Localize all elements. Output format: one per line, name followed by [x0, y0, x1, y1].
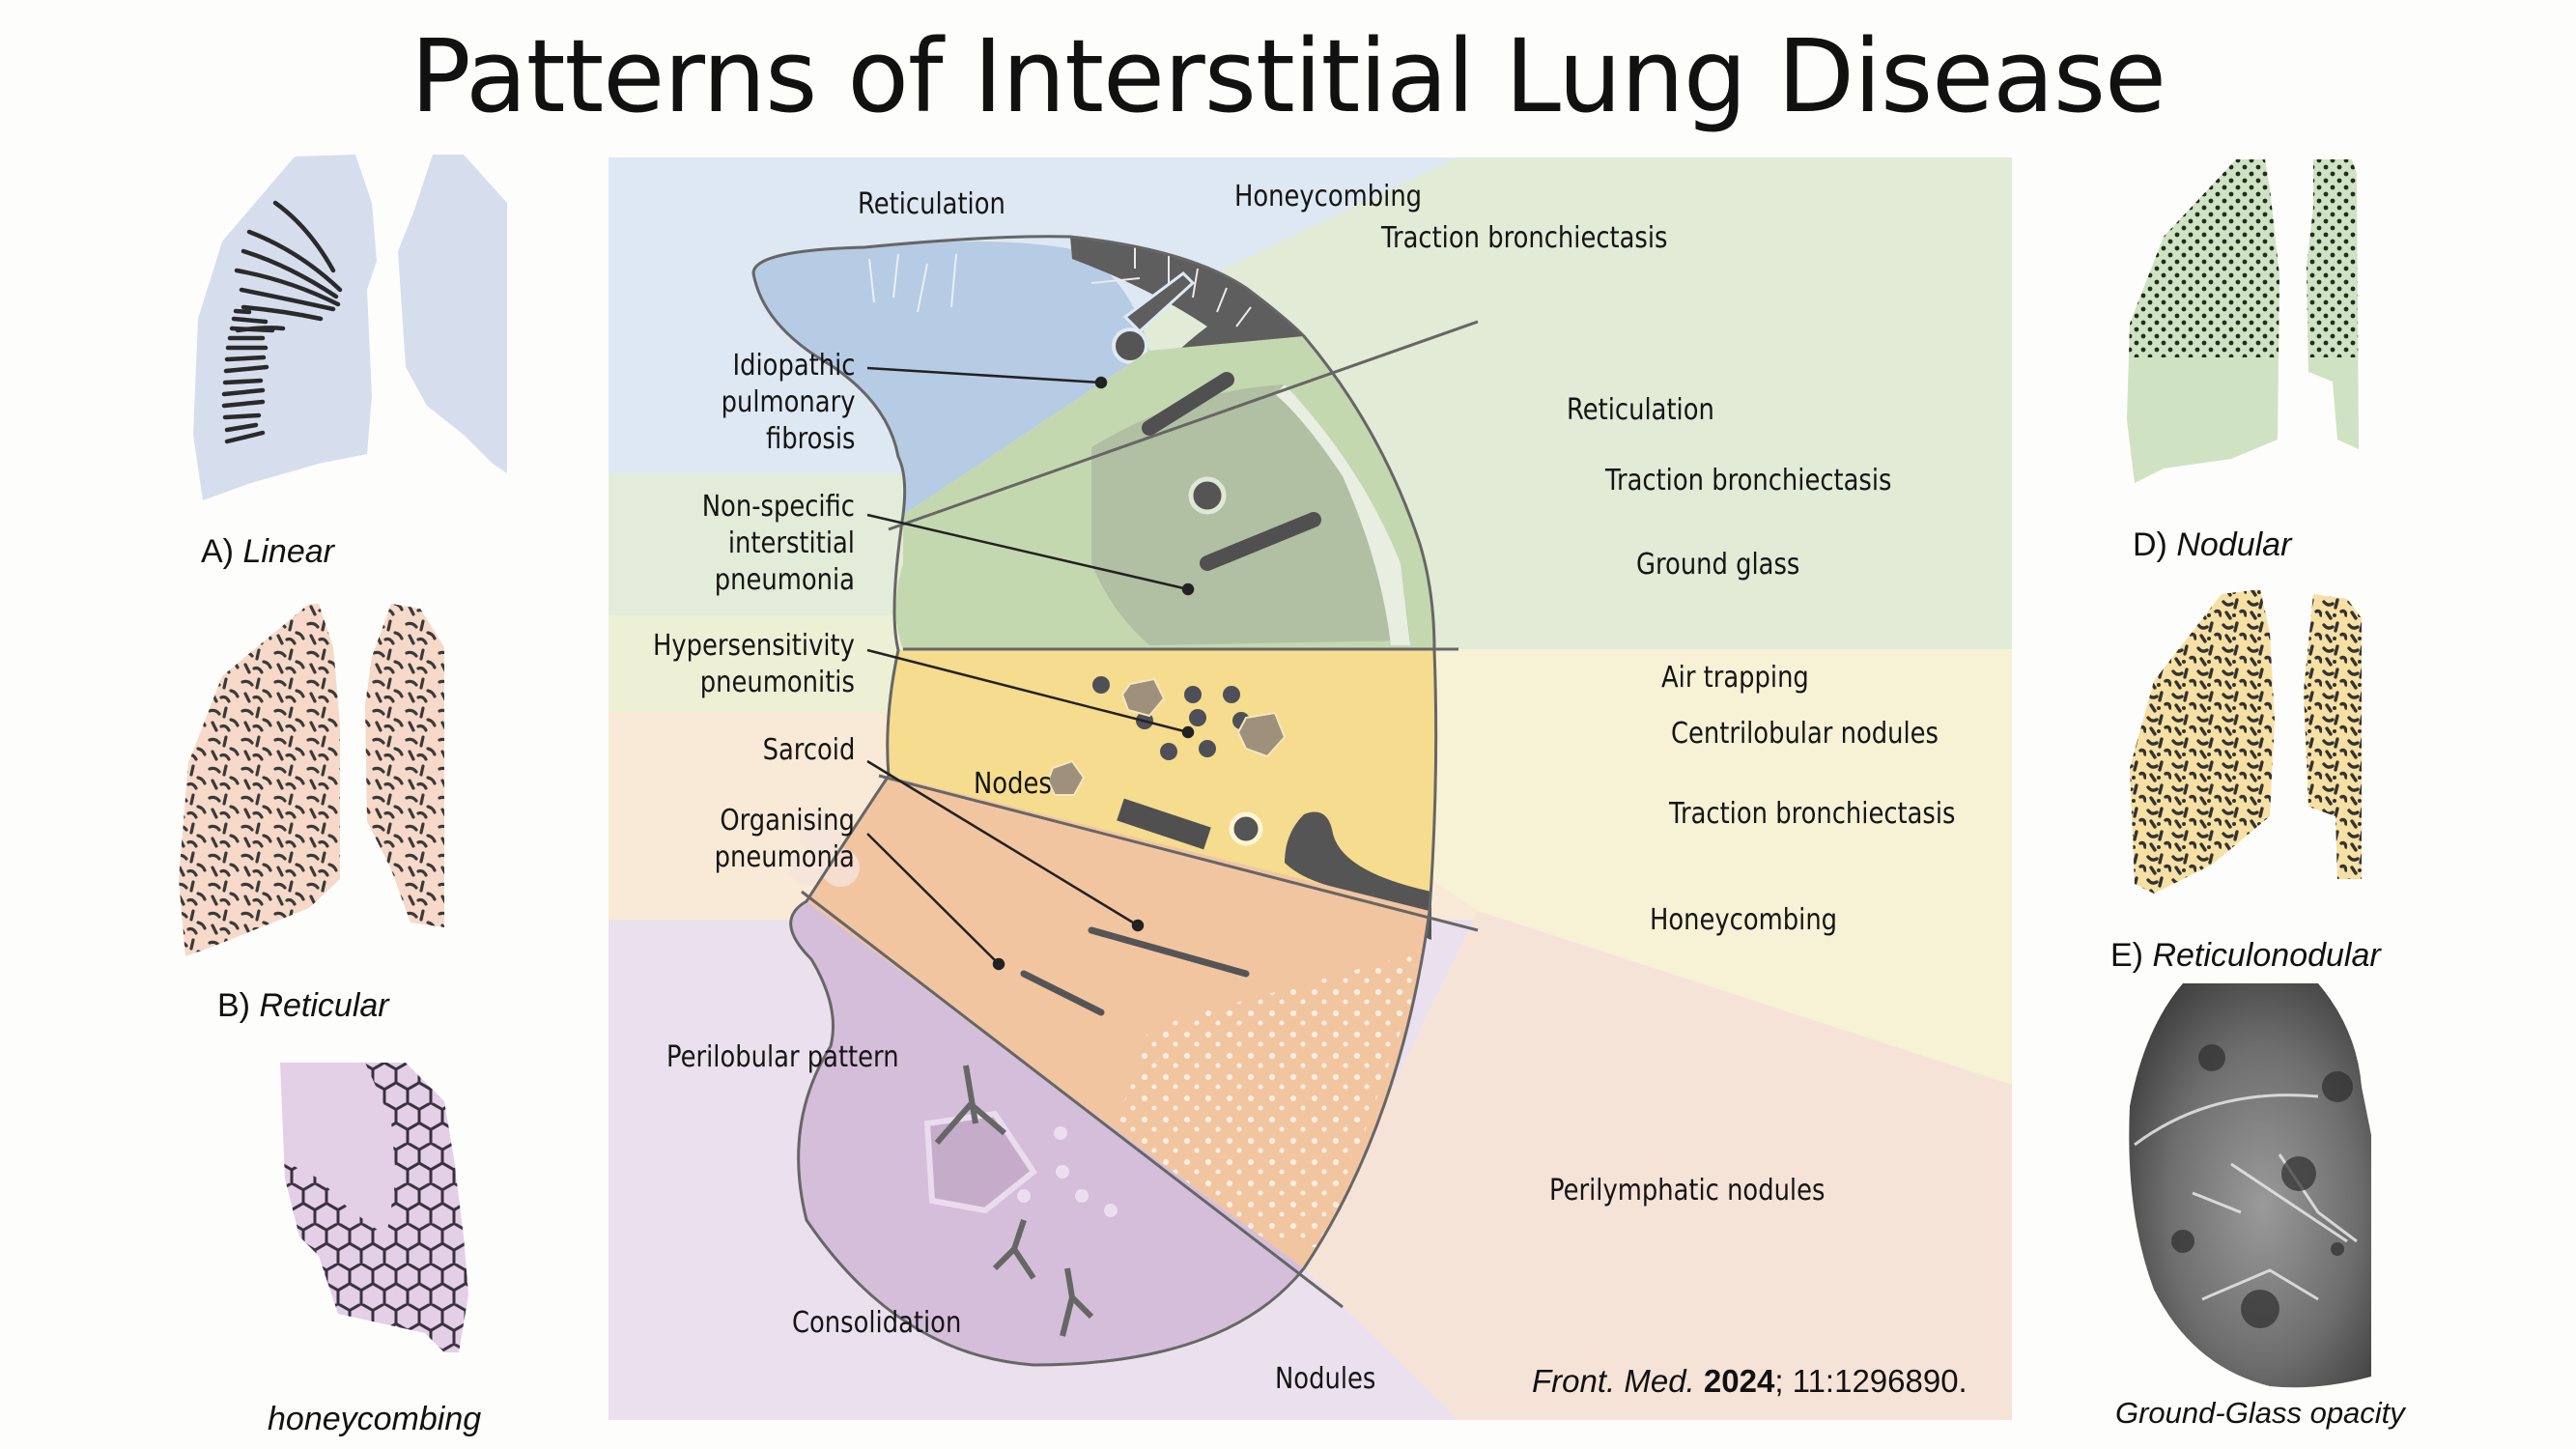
label-traction-top: Traction bronchiectasis — [1381, 221, 1668, 255]
citation: Front. Med. 2024; 11:1296890. — [1532, 1363, 1967, 1400]
op-nodules — [1017, 1126, 1118, 1217]
caption-name: Reticular — [259, 987, 389, 1024]
caption-reticulonodular: E) Reticulonodular — [2110, 937, 2381, 975]
label-perilobular: Perilobular pattern — [666, 1040, 899, 1074]
caption-name: honeycombing — [268, 1401, 482, 1437]
caption-letter: B) — [217, 987, 250, 1024]
label-traction-nsip: Traction bronchiectasis — [1605, 464, 1892, 497]
label-centrilobular: Centrilobular nodules — [1671, 717, 1939, 751]
caption-ground-glass: Ground-Glass opacity — [2115, 1396, 2405, 1431]
caption-letter: E) — [2110, 937, 2143, 974]
sector-dividers — [801, 320, 1479, 1309]
sector-peach — [1304, 911, 2012, 1420]
diagram-canvas — [609, 157, 2012, 1420]
caption-letter: D) — [2133, 526, 2167, 563]
lobe-op — [790, 901, 1304, 1365]
caption-reticular: B) Reticular — [217, 987, 389, 1025]
page-title: Patterns of Interstitial Lung Disease — [410, 17, 2166, 135]
label-air-trapping: Air trapping — [1661, 661, 1809, 695]
citation-volume: ; 11:1296890. — [1774, 1363, 1967, 1399]
caption-letter: A) — [201, 533, 234, 570]
centrilobular-nodules — [1092, 676, 1250, 760]
label-line: Hypersensitivity — [653, 629, 855, 663]
citation-journal: Front. Med. — [1532, 1363, 1695, 1399]
label-ipf: Idiopathic pulmonary fibrosis — [721, 348, 855, 458]
lobe-ipf — [753, 241, 1149, 515]
label-perilymphatic: Perilymphatic nodules — [1549, 1174, 1826, 1208]
reticulonodular-pattern-lungs — [2130, 589, 2362, 894]
label-consolidation: Consolidation — [792, 1306, 962, 1340]
caption-honeycombing: honeycombing — [268, 1401, 481, 1438]
sector-lavender — [1188, 1268, 1458, 1420]
linear-streaks — [221, 200, 343, 444]
label-nodules: Nodules — [1275, 1362, 1376, 1396]
caption-name: Ground-Glass opacity — [2115, 1396, 2405, 1430]
label-reticulation-top: Reticulation — [858, 187, 1005, 221]
label-line: pneumonitis — [699, 666, 855, 699]
label-line: fibrosis — [765, 422, 855, 456]
label-hp: Hypersensitivity pneumonitis — [653, 628, 855, 701]
ild-diagram: Idiopathic pulmonary fibrosis Non-specif… — [609, 157, 2012, 1420]
label-line: interstitial — [727, 526, 855, 560]
caption-nodular: D) Nodular — [2133, 526, 2291, 564]
reticular-pattern-lungs — [179, 604, 444, 956]
label-line: Idiopathic — [732, 349, 855, 383]
traction-bronchus — [1122, 271, 1196, 334]
caption-name: Reticulonodular — [2152, 937, 2381, 974]
label-sarcoid: Sarcoid — [762, 732, 855, 769]
linear-pattern-lungs — [193, 155, 507, 500]
caption-name: Linear — [242, 533, 334, 570]
label-line: pneumonia — [714, 840, 855, 874]
label-nodes: Nodes — [974, 767, 1052, 801]
label-nsip: Non-specific interstitial pneumonia — [702, 489, 855, 599]
label-line: Organising — [720, 804, 855, 838]
label-honeycombing-top: Honeycombing — [1234, 180, 1423, 213]
label-op: Organising pneumonia — [715, 803, 855, 876]
label-line: Non-specific — [701, 490, 855, 524]
honeycombing-pattern-lung — [280, 1063, 468, 1352]
left-lung-shape — [398, 155, 507, 473]
sarcoid-nodes — [789, 812, 860, 887]
nodular-pattern-lungs — [2127, 159, 2359, 483]
label-honeycombing-hp: Honeycombing — [1650, 903, 1838, 937]
label-line: Sarcoid — [762, 733, 855, 767]
caption-linear: A) Linear — [201, 533, 334, 571]
ground-glass-ct-image — [2129, 983, 2371, 1388]
ct-lung-shape — [2129, 983, 2371, 1388]
label-line: pneumonia — [714, 563, 855, 597]
caption-name: Nodular — [2176, 526, 2292, 563]
label-traction-hp: Traction bronchiectasis — [1669, 797, 1956, 831]
label-ground-glass: Ground glass — [1636, 548, 1800, 582]
label-line: pulmonary — [721, 385, 855, 419]
label-reticulation-nsip: Reticulation — [1567, 393, 1714, 427]
lung-outline — [751, 235, 1438, 1367]
citation-year: 2024 — [1703, 1363, 1775, 1399]
leader-lines — [866, 366, 1195, 971]
lung-diagram — [751, 235, 1479, 1367]
